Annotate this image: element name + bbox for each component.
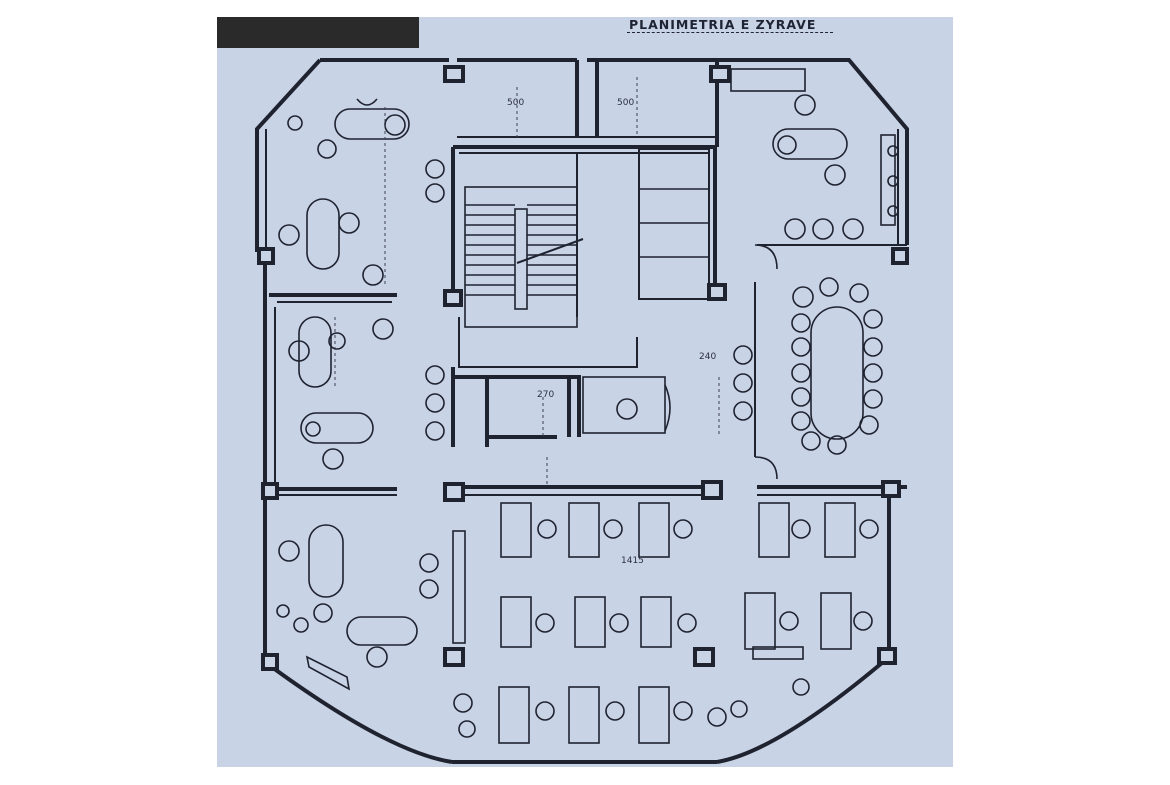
structural-columns: [257, 65, 909, 671]
wc-fixture: [616, 398, 638, 420]
stair-enclosure: [464, 186, 578, 328]
floor-plan-sheet: PLANIMETRIA E ZYRAVE: [217, 17, 953, 767]
plan-title: PLANIMETRIA E ZYRAVE: [629, 17, 817, 32]
dimension-label: 270: [537, 390, 554, 400]
center-partition: [452, 530, 466, 644]
outer-wall: [320, 58, 909, 245]
dimension-guides: [334, 77, 720, 487]
workstations-right: [744, 502, 879, 660]
outer-wall-left: [255, 58, 322, 252]
dimension-label: 1415: [621, 556, 644, 566]
stair-steps: [465, 204, 577, 296]
outer-wall-lower-left: [263, 487, 453, 764]
elevator-divider: [639, 188, 709, 258]
furniture-top-left: [278, 98, 410, 470]
outer-wall-lower-right: [716, 487, 891, 764]
chairs-left-core: [425, 159, 445, 441]
floor-plan-drawing: 500 500 270 1415 240: [255, 58, 909, 764]
dimension-label: 500: [617, 98, 634, 108]
wc-wall: [451, 367, 581, 447]
conference-table: [733, 244, 883, 480]
stair-arrow: [516, 238, 584, 264]
elevator-shaft: [638, 148, 710, 300]
workstations-center: [453, 502, 810, 744]
wc-door-arc: [664, 384, 671, 432]
core-top-notch-left: [575, 60, 599, 137]
dimension-label: 500: [507, 98, 524, 108]
core-wall: [451, 145, 717, 295]
wc-booth: [582, 376, 666, 434]
photo-strip: [217, 17, 419, 48]
dimension-label: 240: [699, 352, 716, 362]
title-underline: [627, 32, 833, 33]
core-inner-wall: [458, 153, 638, 368]
furniture-top-right: [730, 68, 899, 240]
furniture-bottom-left: [276, 524, 439, 691]
